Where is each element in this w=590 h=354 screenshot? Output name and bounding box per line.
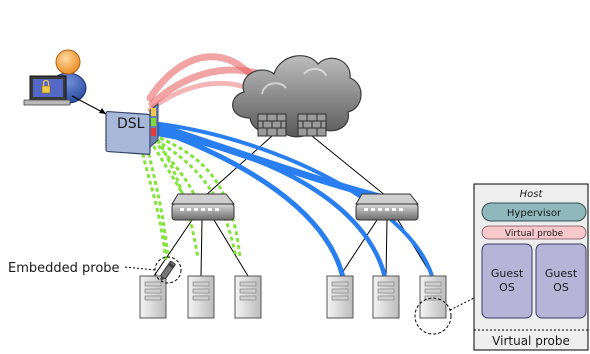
guest-os-box-2 <box>535 243 587 319</box>
blue-link-4 <box>158 122 436 286</box>
switch-left-icon <box>171 193 236 221</box>
arrowhead <box>99 108 106 114</box>
server-icon <box>372 275 400 319</box>
link-switch-left-server-3 <box>213 219 249 277</box>
firewall-left-icon <box>257 113 287 137</box>
server-icon <box>326 275 354 319</box>
blue-link-1 <box>154 122 396 204</box>
green-link-6 <box>159 136 242 259</box>
hypervisor-box <box>481 202 587 222</box>
virtual-probe-box <box>481 225 587 240</box>
host-panel: Host Hypervisor Virtual probe Guest OS G… <box>473 183 589 351</box>
link-firewall-right-switch <box>311 135 387 197</box>
server-icon <box>139 275 167 319</box>
embedded-probe-pointer <box>124 266 156 271</box>
blue-link-2 <box>155 127 347 285</box>
virtual-probe-box-label: Virtual probe <box>505 229 564 239</box>
hypervisor-label: Hypervisor <box>507 208 562 219</box>
virtual-probe-circle <box>414 297 452 335</box>
firewall-right-icon <box>297 113 327 137</box>
embedded-probe-circle <box>154 256 182 284</box>
switch-right-icon <box>355 193 420 221</box>
guest-os-box-1 <box>481 243 533 319</box>
green-link-1 <box>138 139 168 263</box>
user-with-padlock-icon <box>23 49 87 106</box>
host-title: Host <box>520 189 544 200</box>
link-switch-right-server-2 <box>385 219 388 277</box>
blue-probe-links <box>154 122 436 286</box>
server-icon <box>234 275 262 319</box>
network-links <box>153 135 475 311</box>
guest-os-1-line1: Guest <box>491 267 524 280</box>
probe-icon <box>159 260 176 281</box>
guest-os-1-line2: OS <box>499 281 515 294</box>
link-switch-left-server-1 <box>153 219 193 277</box>
link-switch-left-server-2 <box>200 219 203 277</box>
dsl-label: DSL <box>117 116 145 132</box>
server-icon <box>187 275 215 319</box>
green-link-2 <box>144 139 170 259</box>
guest-os-2-line2: OS <box>553 281 569 294</box>
server-icon <box>419 275 447 319</box>
virtual-probe-caption: Virtual probe <box>492 334 570 348</box>
link-dashed-to-host <box>449 297 475 311</box>
link-switch-right-server-1 <box>339 219 378 277</box>
guest-os-2-line1: Guest <box>545 267 578 280</box>
blue-link-3 <box>155 131 389 285</box>
dsl-book-icon <box>104 103 159 155</box>
cloud-icon <box>232 55 362 138</box>
embedded-probe-label: Embedded probe <box>8 261 120 276</box>
green-link-7 <box>156 139 200 259</box>
green-link-4 <box>152 139 198 199</box>
